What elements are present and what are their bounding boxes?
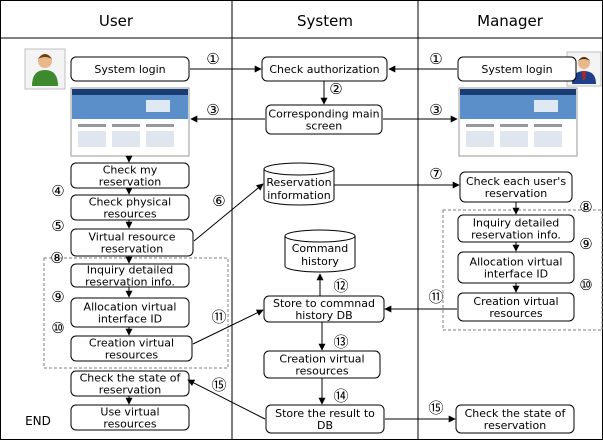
manager-check-state-box-label-line1: Check the state of bbox=[465, 407, 567, 420]
reservation-db-line1: Reservation bbox=[266, 176, 331, 189]
store-result-db-box-label-line1: Store the result to bbox=[275, 407, 375, 420]
user-allocation-virtual-box-label-line2: interface ID bbox=[98, 313, 162, 326]
check-my-reservation-box-label-line1: Check my bbox=[103, 164, 158, 177]
use-virtual-resources-box-label-line1: Use virtual bbox=[100, 406, 159, 419]
step-marker-u8: ⑧ bbox=[50, 249, 63, 267]
user-system-login-box-label: System login bbox=[94, 63, 165, 76]
step-marker-s12: ⑫ bbox=[333, 277, 348, 295]
step-marker-s14: ⑭ bbox=[333, 387, 348, 405]
step-marker-u9: ⑨ bbox=[51, 288, 64, 306]
step-marker-m9: ⑨ bbox=[579, 235, 592, 253]
user-inquiry-detailed-box-label-line2: reservation info. bbox=[85, 276, 175, 289]
command-history-db: Command history bbox=[284, 229, 356, 273]
store-command-history-box-label-line2: history DB bbox=[295, 309, 352, 322]
manager-system-login-box-label: System login bbox=[481, 63, 552, 76]
step-marker-u4: ④ bbox=[51, 182, 64, 200]
step-marker-u10: ⑩ bbox=[51, 319, 64, 337]
virtual-resource-reservation-box-label-line2: reservation bbox=[101, 243, 163, 256]
user-allocation-virtual-box-label-line1: Allocation virtual bbox=[84, 301, 177, 314]
step-marker-u5: ⑤ bbox=[51, 217, 64, 235]
step-marker-u11: ⑪ bbox=[211, 308, 226, 326]
corresponding-main-screen-box-label-line2: screen bbox=[306, 120, 343, 133]
use-virtual-resources-box-label-line2: resources bbox=[103, 418, 157, 431]
step-marker-m1: ① bbox=[429, 50, 442, 68]
system-creation-virtual-box-label-line2: resources bbox=[295, 365, 349, 378]
step-marker-m3: ③ bbox=[429, 101, 442, 119]
manager-creation-virtual-box-label-line2: resources bbox=[489, 307, 543, 320]
manager-inquiry-detailed-box-label-line2: reservation info. bbox=[471, 229, 561, 242]
flow-arrows bbox=[125, 65, 520, 423]
user-system-login-box: System login bbox=[70, 56, 190, 82]
check-each-users-reservation-box-label-line1: Check each user's bbox=[466, 175, 566, 188]
check-physical-resources-box-label-line2: resources bbox=[103, 208, 157, 221]
user-creation-virtual-box-label-line2: resources bbox=[105, 349, 159, 362]
manager-main-screen-thumbnail bbox=[458, 87, 578, 157]
corresponding-main-screen-box-label-line1: Corresponding main bbox=[268, 108, 379, 121]
user-column-header: User bbox=[99, 12, 134, 30]
step-marker-m10: ⑩ bbox=[579, 276, 592, 294]
check-my-reservation-box-label-line2: reservation bbox=[99, 176, 161, 189]
user-inquiry-detailed-box-label-line1: Inquiry detailed bbox=[87, 264, 173, 277]
step-marker-u1: ① bbox=[206, 50, 219, 68]
manager-allocation-virtual-box-label-line1: Allocation virtual bbox=[470, 256, 563, 269]
step-marker-m7: ⑦ bbox=[429, 165, 442, 183]
step-marker-m11: ⑪ bbox=[428, 288, 443, 306]
end-label: END bbox=[25, 414, 51, 428]
store-command-history-box-label-line1: Store to commnad bbox=[273, 297, 375, 310]
reservation-information-db: Reservation information bbox=[263, 162, 335, 206]
manager-column-header: Manager bbox=[477, 12, 544, 30]
step-marker-s2: ② bbox=[329, 80, 342, 98]
step-marker-m8: ⑧ bbox=[579, 198, 592, 216]
manager-check-state-box-label-line2: reservation bbox=[484, 419, 546, 432]
manager-creation-virtual-box-label-line1: Creation virtual bbox=[473, 295, 558, 308]
system-creation-virtual-box-label-line1: Creation virtual bbox=[279, 353, 364, 366]
user-main-screen-thumbnail bbox=[70, 87, 190, 157]
store-result-db-box-label-line2: DB bbox=[317, 419, 333, 432]
step-marker-u3: ③ bbox=[206, 101, 219, 119]
step-marker-m15: ⑮ bbox=[428, 399, 443, 417]
virtual-resource-reservation-box-label-line1: Virtual resource bbox=[88, 231, 175, 244]
manager-dashed-group bbox=[442, 209, 603, 331]
check-each-users-reservation-box-label-line2: reservation bbox=[485, 187, 547, 200]
check-authorization-box: Check authorization bbox=[261, 56, 388, 82]
step-marker-u15: ⑮ bbox=[211, 376, 226, 394]
manager-inquiry-detailed-box-label-line1: Inquiry detailed bbox=[473, 217, 559, 230]
system-column-header: System bbox=[297, 12, 353, 30]
user-dashed-group bbox=[43, 257, 229, 369]
user-person-icon bbox=[24, 48, 66, 90]
command-db-line1: Command bbox=[292, 242, 349, 255]
check-physical-resources-box-label-line1: Check physical bbox=[89, 196, 171, 209]
user-creation-virtual-box-label-line1: Creation virtual bbox=[89, 337, 174, 350]
check-authorization-box-label: Check authorization bbox=[269, 63, 379, 76]
step-marker-s13: ⑬ bbox=[333, 333, 348, 351]
manager-allocation-virtual-box-label-line2: interface ID bbox=[484, 268, 548, 281]
user-check-state-box-label-line2: reservation bbox=[99, 384, 161, 397]
user-check-state-box-label-line1: Check the state of bbox=[80, 372, 182, 385]
step-marker-u6: ⑥ bbox=[212, 192, 225, 210]
command-db-line2: history bbox=[301, 255, 339, 268]
manager-system-login-box: System login bbox=[457, 56, 577, 82]
reservation-db-line2: information bbox=[267, 189, 331, 202]
